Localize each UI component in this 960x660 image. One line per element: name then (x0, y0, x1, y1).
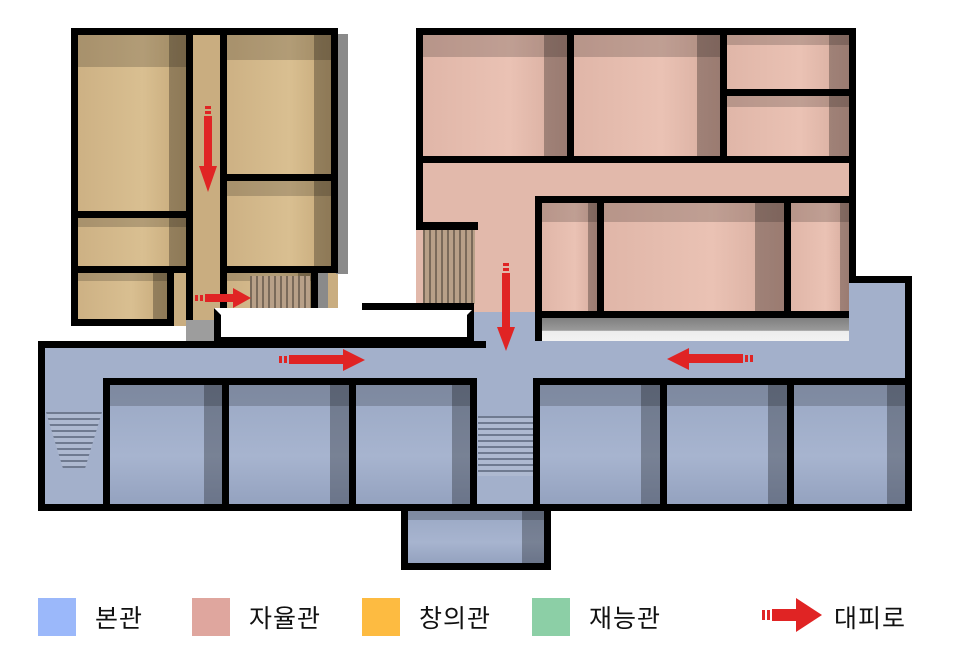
bongwan-east-top-wall (849, 276, 912, 283)
legend-item-bongwan: 본관 (38, 598, 143, 636)
legend-swatch-changui (362, 598, 400, 636)
jayul-room-3 (720, 28, 856, 96)
bongwan-stairs-center (478, 416, 533, 476)
evacuation-arrow-icon (762, 598, 822, 636)
evacuation-arrow-bongwan-east (667, 348, 753, 370)
floor-plan (38, 28, 912, 570)
bongwan-room-5 (660, 378, 794, 511)
legend-label: 본관 (95, 604, 144, 633)
legend-swatch-jaeneung (532, 598, 570, 636)
jayul-hall-wall (416, 156, 856, 226)
bongwan-room-3 (349, 378, 477, 511)
changui-room-2 (71, 211, 193, 273)
jayul-ledge (416, 222, 478, 230)
bongwan-room-1 (103, 378, 229, 511)
changui-shadow (336, 34, 348, 274)
legend-label: 창의관 (419, 604, 492, 633)
changui-corridor-wall (186, 28, 227, 326)
legend-item-jaeneung: 재능관 (532, 598, 661, 636)
open-courtyard (214, 308, 474, 344)
legend-item-changui: 창의관 (362, 598, 491, 636)
changui-room-3 (71, 266, 174, 326)
legend: 본관 자율관 창의관 재능관 대피로 (0, 590, 960, 646)
bongwan-room-2 (222, 378, 356, 511)
changui-room-1 (71, 28, 193, 218)
changui-room-5 (220, 174, 338, 273)
legend-item-jayul: 자율관 (192, 598, 321, 636)
legend-item-evacuation: 대피로 (762, 598, 906, 636)
bongwan-room-4 (533, 378, 667, 511)
legend-label: 자율관 (249, 604, 322, 633)
bongwan-annex-room (401, 504, 551, 570)
legend-swatch-jayul (192, 598, 230, 636)
jayul-stairs (423, 230, 475, 304)
courtyard-top-ledge (362, 303, 474, 310)
jayul-room-2 (567, 28, 727, 163)
legend-label: 재능관 (589, 604, 662, 633)
jayul-room-7 (784, 196, 856, 318)
bongwan-room-6 (787, 378, 912, 511)
evacuation-arrow-changui-right (195, 288, 251, 308)
evacuation-arrow-jayul-down (497, 263, 515, 351)
evacuation-arrow-bongwan-west (279, 349, 365, 371)
legend-label: 대피로 (834, 604, 907, 633)
legend-swatch-bongwan (38, 598, 76, 636)
jayul-room-1 (416, 28, 574, 163)
evacuation-arrow-changui-down (199, 106, 217, 192)
changui-room-4 (220, 28, 338, 181)
jayul-room-4 (720, 89, 856, 163)
